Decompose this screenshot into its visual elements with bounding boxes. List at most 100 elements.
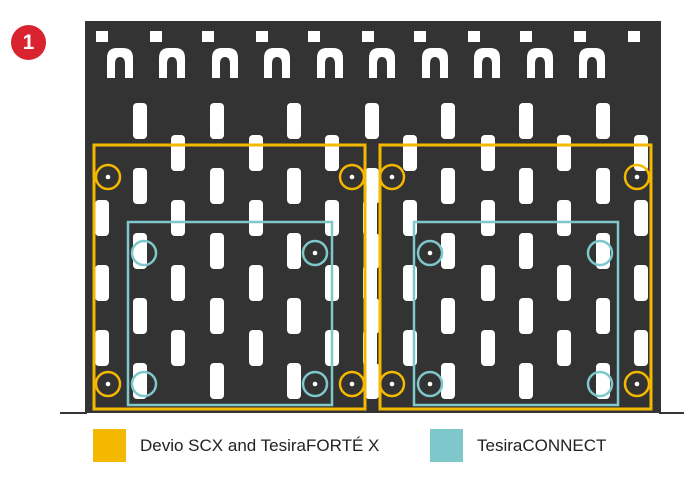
- legend-label-tesiraconnect: TesiraCONNECT: [477, 435, 607, 455]
- step-number: 1: [22, 30, 35, 54]
- keyhole-slot: [369, 48, 395, 78]
- vertical-slot: [481, 135, 495, 171]
- vertical-slot: [249, 200, 263, 236]
- devio-mount-hole-center: [105, 174, 111, 180]
- vertical-slot: [596, 168, 610, 204]
- tesiraconnect-mount-hole-center: [427, 250, 433, 256]
- devio-mount-hole: [94, 163, 122, 191]
- top-notch: [574, 31, 586, 42]
- vertical-slot: [481, 265, 495, 301]
- vertical-slot: [481, 200, 495, 236]
- keyhole-slot: [264, 48, 290, 78]
- vertical-slot: [634, 330, 648, 366]
- devio-mount-hole-center: [349, 381, 355, 387]
- tesiraconnect-outline-right: [412, 220, 620, 407]
- tesiraconnect-mount-hole: [586, 370, 614, 398]
- vertical-slot: [557, 265, 571, 301]
- devio-mount-hole: [623, 163, 651, 191]
- top-notch: [150, 31, 162, 42]
- vertical-slot: [249, 135, 263, 171]
- devio-outline-right: [378, 143, 653, 411]
- tesiraconnect-mount-hole: [416, 370, 444, 398]
- top-notch: [628, 31, 640, 42]
- vertical-slot: [133, 103, 147, 139]
- legend-swatch-tesiraconnect: [430, 429, 463, 462]
- tesiraconnect-mount-hole-center: [141, 250, 147, 256]
- vertical-slot: [365, 233, 379, 269]
- tesiraconnect-outline-left: [126, 220, 334, 407]
- vertical-slot: [441, 168, 455, 204]
- vertical-slot: [481, 330, 495, 366]
- vertical-slot: [249, 330, 263, 366]
- legend-item-tesiraconnect: TesiraCONNECT: [430, 429, 606, 462]
- vertical-slot: [210, 233, 224, 269]
- top-notch: [96, 31, 108, 42]
- devio-mount-hole: [338, 370, 366, 398]
- devio-mount-hole-center: [389, 381, 395, 387]
- top-notch: [308, 31, 320, 42]
- keyhole-slot: [474, 48, 500, 78]
- step-number-badge: 1: [11, 25, 46, 60]
- vertical-slot: [519, 233, 533, 269]
- tesiraconnect-mount-hole: [301, 239, 329, 267]
- vertical-slot: [557, 330, 571, 366]
- keyhole-slot: [579, 48, 605, 78]
- devio-mount-hole: [94, 370, 122, 398]
- legend-swatch-devio: [93, 429, 126, 462]
- vertical-slot: [325, 135, 339, 171]
- keyhole-slot: [212, 48, 238, 78]
- legend-label-devio: Devio SCX and TesiraFORTÉ X: [140, 435, 380, 455]
- devio-mount-hole: [378, 370, 406, 398]
- vertical-slot: [365, 363, 379, 399]
- vertical-slot: [210, 168, 224, 204]
- vertical-slot: [249, 265, 263, 301]
- top-notch: [202, 31, 214, 42]
- devio-mount-hole-center: [634, 174, 640, 180]
- devio-mount-hole: [623, 370, 651, 398]
- vertical-slot: [287, 298, 301, 334]
- devio-mount-hole-center: [389, 174, 395, 180]
- vertical-slot: [557, 135, 571, 171]
- vertical-slot: [287, 233, 301, 269]
- tesiraconnect-mount-hole-center: [312, 381, 318, 387]
- top-notch: [414, 31, 426, 42]
- vertical-slot: [171, 265, 185, 301]
- keyhole-slot: [107, 48, 133, 78]
- tesiraconnect-mount-hole-center: [141, 381, 147, 387]
- tesiraconnect-mount-hole: [301, 370, 329, 398]
- vertical-slot: [171, 135, 185, 171]
- vertical-slot: [95, 330, 109, 366]
- mounting-plate: [60, 21, 684, 414]
- vertical-slot: [171, 200, 185, 236]
- tesiraconnect-mount-hole-center: [427, 381, 433, 387]
- vertical-slot: [287, 168, 301, 204]
- vertical-slot: [95, 265, 109, 301]
- top-notch: [520, 31, 532, 42]
- vertical-slot: [634, 200, 648, 236]
- devio-mount-hole: [378, 163, 406, 191]
- vertical-slot: [557, 200, 571, 236]
- vertical-slot: [287, 363, 301, 399]
- tesiraconnect-mount-hole: [416, 239, 444, 267]
- vertical-slot: [596, 298, 610, 334]
- vertical-slot: [596, 103, 610, 139]
- vertical-slot: [95, 200, 109, 236]
- vertical-slot: [133, 168, 147, 204]
- devio-mount-hole-center: [634, 381, 640, 387]
- vertical-slot: [441, 233, 455, 269]
- keyhole-slot: [527, 48, 553, 78]
- vertical-slot: [210, 363, 224, 399]
- tesiraconnect-mount-hole-center: [597, 381, 603, 387]
- vertical-slot: [210, 103, 224, 139]
- devio-mount-hole-center: [105, 381, 111, 387]
- vertical-slot: [365, 103, 379, 139]
- devio-mount-hole: [338, 163, 366, 191]
- tesiraconnect-mount-hole: [130, 370, 158, 398]
- top-notch: [362, 31, 374, 42]
- vertical-slot: [519, 103, 533, 139]
- legend-item-devio: Devio SCX and TesiraFORTÉ X: [93, 429, 379, 462]
- vertical-slot: [287, 103, 301, 139]
- vertical-slot: [365, 168, 379, 204]
- devio-mount-hole-center: [349, 174, 355, 180]
